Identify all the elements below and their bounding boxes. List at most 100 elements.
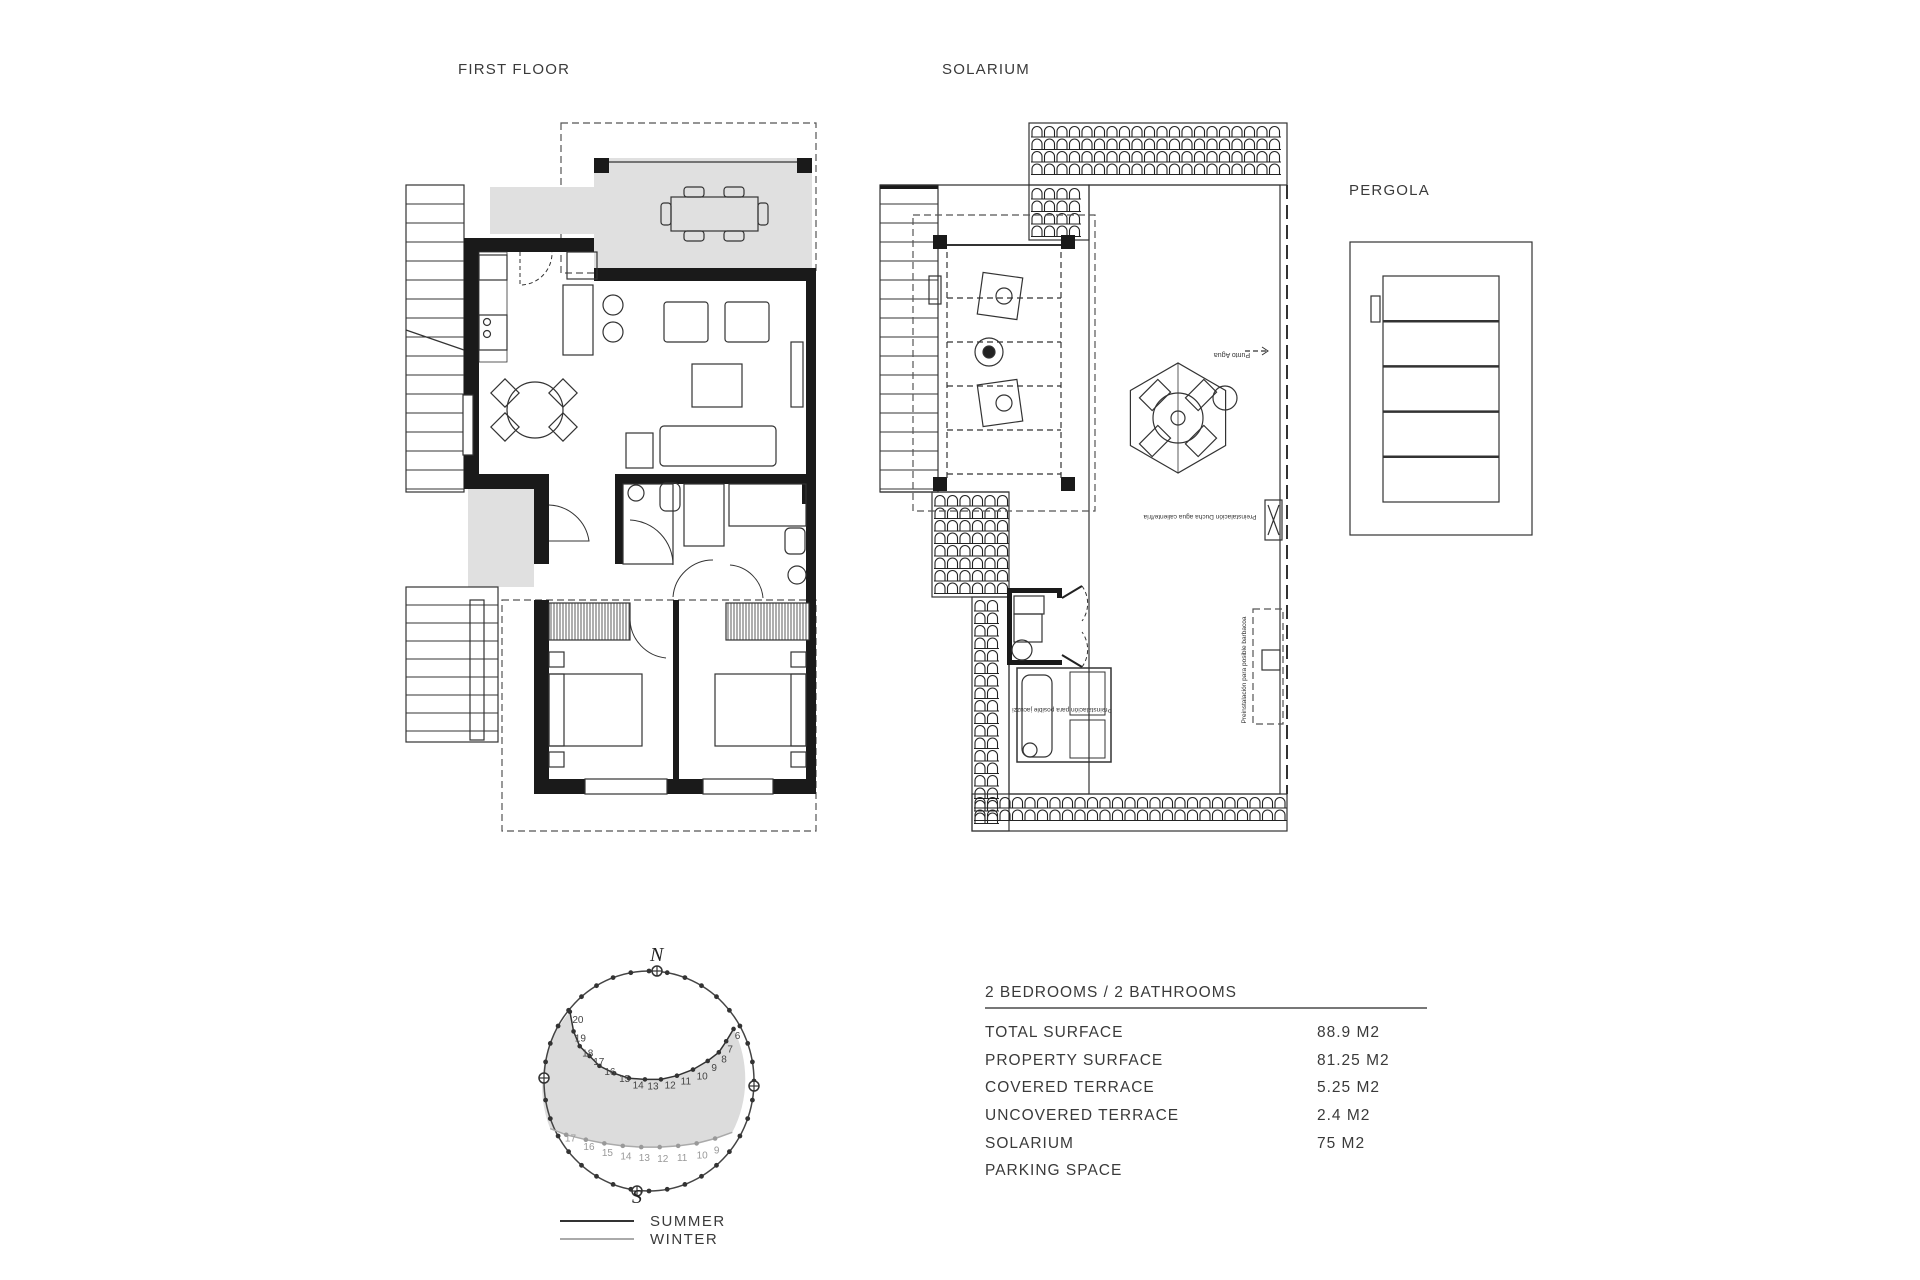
legend-summer: SUMMER [560, 1212, 726, 1230]
roof-tile [986, 625, 999, 637]
roof-tile [946, 495, 959, 507]
door-swing [729, 564, 764, 599]
roof-tile [1049, 797, 1062, 809]
summer-hour-dot [690, 1067, 696, 1072]
roof-tile [1031, 225, 1044, 238]
roof-tile [1143, 163, 1156, 176]
roof-tile [984, 557, 997, 570]
roof-tile [986, 750, 999, 762]
roof-tile [1011, 809, 1024, 822]
barbecue-note: Preinstalación para posible barbacoa [1241, 616, 1248, 723]
roof-tile [1036, 809, 1049, 822]
roof-tile [1168, 126, 1181, 138]
roof-tile [974, 775, 987, 787]
summer-hour-dot [731, 1026, 736, 1032]
horizon-tick [682, 975, 688, 980]
roof-tile [1031, 213, 1044, 225]
pergola-post [1370, 295, 1381, 323]
terrace-strip [490, 187, 594, 234]
winter-hour-dot [657, 1144, 663, 1150]
roof-tile [974, 625, 987, 637]
roof-tile [1211, 809, 1224, 822]
pillow [548, 673, 565, 747]
roof-tile [1206, 163, 1219, 176]
summer-hour-label: 16 [604, 1067, 616, 1078]
roof-tile [1256, 151, 1269, 163]
winter-hour-label: 11 [677, 1153, 688, 1164]
roof-tile [986, 775, 999, 787]
entrance-porch [468, 489, 534, 587]
roof-tile [986, 612, 999, 625]
roof-tile [1143, 138, 1156, 151]
roof-tile [1224, 797, 1237, 809]
summer-hour-label: 8 [721, 1054, 727, 1065]
water-point-note: Punto Agua [1214, 351, 1250, 358]
side-table [625, 432, 654, 469]
first-floor-plan [405, 122, 817, 832]
person [995, 287, 1013, 305]
roof-tile [1199, 809, 1212, 822]
legend-summer-label: SUMMER [650, 1212, 726, 1230]
roof-tile [1093, 126, 1106, 138]
wall [464, 238, 594, 252]
roof-tile [1168, 163, 1181, 176]
roof-tile [1068, 138, 1081, 151]
roof-tile [1106, 126, 1119, 138]
roof-tile [974, 637, 987, 650]
winter-hour-dot [675, 1143, 681, 1149]
roof-tile [996, 582, 1009, 595]
shower-tray [683, 483, 725, 547]
toilet [659, 482, 681, 512]
dashed-outline [1252, 608, 1284, 725]
wall [1057, 588, 1062, 598]
horizon-tick [682, 1182, 688, 1187]
plant [982, 345, 996, 359]
roof-tile [971, 507, 984, 520]
roof-tile [1118, 151, 1131, 163]
kitchen-counter [478, 251, 508, 363]
roof-tile [1149, 797, 1162, 809]
roof-tile [996, 532, 1009, 545]
roof-tile [986, 762, 999, 775]
roof-tile [1256, 138, 1269, 151]
roof-tile [1131, 126, 1144, 138]
roof-tile [984, 507, 997, 520]
roof-tile [974, 612, 987, 625]
roof-tiles [971, 793, 1288, 832]
door-swing [672, 559, 714, 598]
summer-hour-dot [674, 1073, 680, 1079]
sun-legend: SUMMER WINTER [560, 1212, 726, 1248]
chair [683, 230, 705, 242]
roof-tile [1168, 138, 1181, 151]
jacuzzi-note: Preinstalación para posible jacuzzi [1012, 706, 1112, 713]
horizon-tick [737, 1023, 743, 1029]
kitchen-island [562, 284, 594, 356]
winter-hour-label: 16 [583, 1142, 595, 1153]
roof-tile [946, 520, 959, 532]
pergola-roof [1382, 275, 1500, 503]
roof-tile [1256, 163, 1269, 176]
chair [1184, 424, 1218, 458]
roof-tile [1118, 126, 1131, 138]
horizon-tick [664, 1186, 670, 1192]
roof-tile [984, 520, 997, 532]
roof-tile [959, 532, 972, 545]
roof-tile [1056, 163, 1069, 176]
roof-tile [1218, 138, 1231, 151]
roof-tile [1231, 138, 1244, 151]
summer-hour-dot [626, 1075, 632, 1081]
summer-hour-dot [567, 1009, 573, 1015]
roof-tile [971, 582, 984, 595]
wall [880, 185, 938, 189]
horizon-tick [727, 1007, 732, 1013]
chair [490, 412, 520, 442]
horizon-tick [646, 1188, 652, 1194]
winter-hour-label: 12 [657, 1154, 669, 1165]
roof-tile [1161, 809, 1174, 822]
roof-tile [1261, 797, 1274, 809]
horizon-tick [610, 975, 616, 980]
arrow-head [1261, 346, 1269, 356]
roof-tile [984, 545, 997, 557]
